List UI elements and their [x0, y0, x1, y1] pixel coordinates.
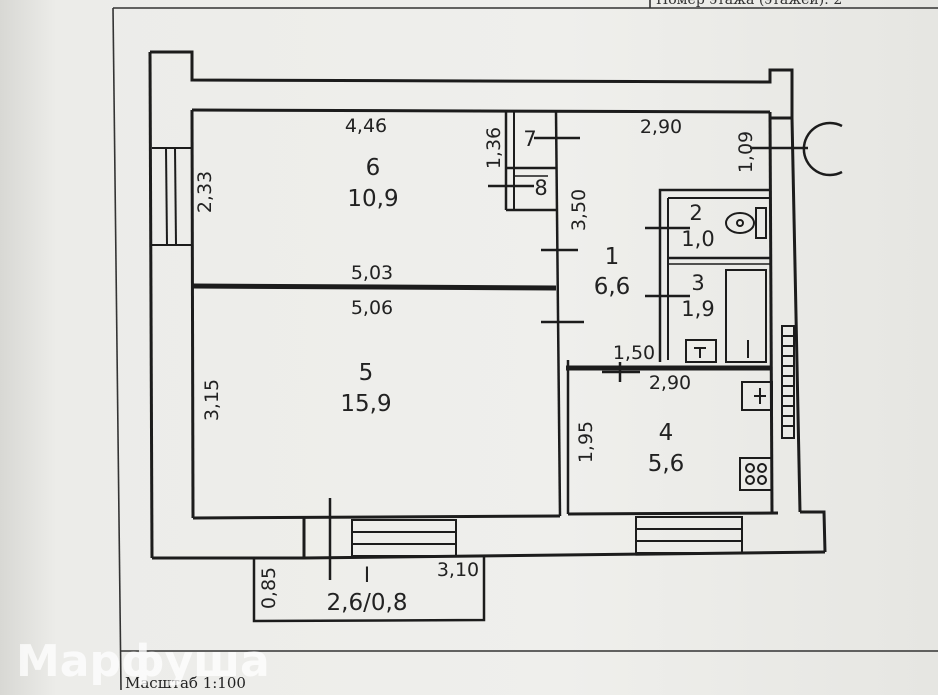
toilet-icon	[725, 207, 767, 239]
dim-3-10: 3,10	[437, 559, 479, 581]
room-area-2: 1,0	[681, 227, 714, 251]
room-area-1: 6,6	[594, 274, 631, 300]
dim-5-06: 5,06	[351, 297, 393, 319]
radiator	[781, 325, 795, 439]
dim-1-09: 1,09	[735, 131, 757, 173]
dim-2-33: 2,33	[194, 171, 216, 213]
sheet-frame	[112, 0, 938, 691]
dim-2-90-kitchen: 2,90	[649, 372, 691, 394]
dim-4-46: 4,46	[345, 115, 387, 137]
bath-sink-icon	[685, 339, 717, 363]
room-area-4: 5,6	[648, 451, 685, 477]
room-number-3: 3	[691, 271, 704, 295]
room-area-6: 10,9	[347, 186, 398, 212]
room-3: 3 1,9	[681, 271, 714, 321]
room-number-4: 4	[659, 420, 674, 446]
room-number-1: 1	[605, 244, 620, 270]
dim-2-90-top: 2,90	[640, 116, 682, 138]
room-4: 4 5,6	[648, 420, 685, 477]
room-area-3: 1,9	[681, 297, 714, 321]
room-number-8: 8	[534, 176, 547, 200]
scale-label: Масштаб 1:100	[125, 674, 246, 692]
dim-1-95: 1,95	[575, 421, 597, 463]
bottom-window-room4	[635, 516, 743, 554]
room-5: 5 15,9	[340, 360, 391, 417]
bottom-window-room5	[351, 519, 457, 557]
balcony	[252, 556, 486, 623]
room-6: 6 10,9	[347, 155, 398, 212]
door-marks	[328, 136, 808, 580]
riser-symbol	[802, 121, 843, 177]
room-area-5: 15,9	[340, 391, 391, 417]
dim-3-15: 3,15	[201, 379, 223, 421]
room-number-6: 6	[366, 155, 381, 181]
room-number-2: 2	[689, 201, 702, 225]
balcony-number: I	[364, 563, 370, 587]
stove-icon	[739, 457, 773, 491]
bathtub-icon	[725, 269, 767, 363]
room-1: 1 6,6	[594, 244, 631, 300]
room-number-5: 5	[359, 360, 374, 386]
kitchen-sink-icon	[741, 381, 773, 411]
dim-3-50: 3,50	[568, 189, 590, 231]
room-number-7: 7	[523, 127, 536, 151]
dim-5-03: 5,03	[351, 262, 393, 284]
room-2: 2 1,0	[681, 201, 714, 251]
balcony-area: 2,6/0,8	[327, 590, 408, 616]
interior-walls	[192, 111, 772, 517]
header-floor-text: Номер этажа (этажей): 2	[656, 0, 842, 8]
dim-0-85: 0,85	[258, 567, 280, 609]
left-window	[152, 147, 192, 246]
dim-1-50: 1,50	[613, 342, 655, 364]
balcony-label: I 2,6/0,8	[327, 563, 408, 616]
dim-1-36: 1,36	[483, 127, 505, 169]
watermark-text: Марфуша	[16, 636, 270, 687]
